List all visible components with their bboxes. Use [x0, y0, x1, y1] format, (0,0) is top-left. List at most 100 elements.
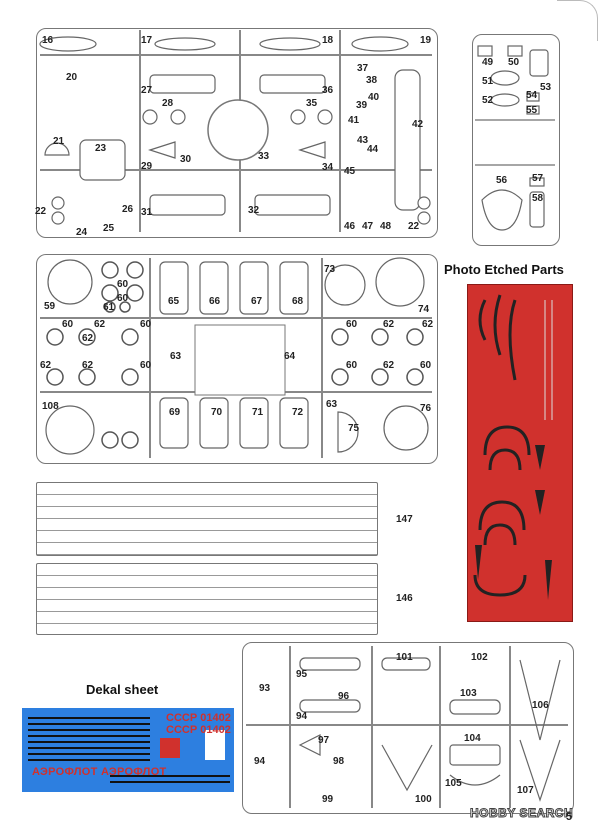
part-number: 62 — [383, 319, 395, 330]
part-number: 58 — [532, 193, 544, 204]
part-number: 57 — [532, 173, 544, 184]
part-number: 73 — [324, 264, 336, 275]
part-number: 16 — [42, 35, 54, 46]
part-number: 63 — [170, 351, 182, 362]
part-number: 44 — [367, 144, 379, 155]
part-number: 98 — [333, 756, 345, 767]
part-number: 45 — [344, 166, 356, 177]
part-number: 24 — [76, 227, 88, 238]
part-number: 103 — [460, 688, 477, 699]
part-number: 99 — [322, 794, 334, 805]
part-number: 23 — [95, 143, 107, 154]
part-number: 22 — [35, 206, 47, 217]
part-number: 95 — [296, 669, 308, 680]
panel-147 — [36, 482, 378, 556]
part-number: 54 — [526, 90, 538, 101]
page-number: 5 — [566, 811, 573, 823]
part-number: 49 — [482, 57, 494, 68]
part-number: 27 — [141, 85, 153, 96]
sprue-d — [242, 642, 574, 814]
part-number: 70 — [211, 407, 223, 418]
part-number: 18 — [322, 35, 334, 46]
part-number: 62 — [40, 360, 52, 371]
part-number: 63 — [326, 399, 338, 410]
part-number: 41 — [348, 115, 360, 126]
part-number: 20 — [66, 72, 78, 83]
part-number: 100 — [415, 794, 432, 805]
part-number: 56 — [496, 175, 508, 186]
part-number: 94 — [254, 756, 266, 767]
decal-registration: СССР 01402 — [166, 724, 231, 736]
part-number: 61 — [103, 302, 115, 313]
part-number: 97 — [318, 735, 330, 746]
part-number: 62 — [422, 319, 434, 330]
part-number: 108 — [42, 401, 59, 412]
part-number: 76 — [420, 403, 432, 414]
decal-sheet — [22, 708, 234, 792]
part-number: 33 — [258, 151, 270, 162]
part-number: 46 — [344, 221, 356, 232]
part-number: 17 — [141, 35, 153, 46]
panel-label: 146 — [396, 593, 413, 604]
part-number: 104 — [464, 733, 481, 744]
watermark-text: HOBBY SEARCH — [469, 806, 574, 821]
part-number: 53 — [540, 82, 552, 93]
part-number: 66 — [209, 296, 221, 307]
decal-aeroflot: АЭРОФЛОТ АЭРОФЛОТ — [32, 766, 167, 778]
part-number: 51 — [482, 76, 494, 87]
part-number: 47 — [362, 221, 374, 232]
part-number: 39 — [356, 100, 368, 111]
part-number: 60 — [140, 360, 152, 371]
part-number: 60 — [140, 319, 152, 330]
part-number: 35 — [306, 98, 318, 109]
part-number: 28 — [162, 98, 174, 109]
part-number: 106 — [532, 700, 549, 711]
part-number: 71 — [252, 407, 264, 418]
part-number: 93 — [259, 683, 271, 694]
part-number: 60 — [420, 360, 432, 371]
part-number: 62 — [82, 360, 94, 371]
part-number: 50 — [508, 57, 520, 68]
part-number: 62 — [383, 360, 395, 371]
part-number: 37 — [357, 63, 369, 74]
part-number: 102 — [471, 652, 488, 663]
part-number: 60 — [62, 319, 74, 330]
part-number: 31 — [141, 207, 153, 218]
part-number: 94 — [296, 711, 308, 722]
part-number: 34 — [322, 162, 334, 173]
part-number: 30 — [180, 154, 192, 165]
part-number: 40 — [368, 92, 380, 103]
part-number: 69 — [169, 407, 181, 418]
part-number: 59 — [44, 301, 56, 312]
part-number: 60 — [346, 319, 358, 330]
part-number: 62 — [94, 319, 106, 330]
decal-registration: СССР 01402 — [166, 712, 231, 724]
part-number: 72 — [292, 407, 304, 418]
part-number: 32 — [248, 205, 260, 216]
part-number: 42 — [412, 119, 424, 130]
part-number: 101 — [396, 652, 413, 663]
part-number: 64 — [284, 351, 296, 362]
part-number: 26 — [122, 204, 134, 215]
part-number: 19 — [420, 35, 432, 46]
panel-146 — [36, 563, 378, 635]
decal-sheet-title: Dekal sheet — [86, 682, 159, 697]
part-number: 60 — [117, 279, 129, 290]
part-number: 22 — [408, 221, 420, 232]
part-number: 107 — [517, 785, 534, 796]
part-number: 60 — [346, 360, 358, 371]
part-number: 21 — [53, 136, 65, 147]
part-number: 65 — [168, 296, 180, 307]
hobby-search-watermark: HOBBY SEARCH — [469, 806, 574, 821]
part-number: 38 — [366, 75, 378, 86]
part-number: 62 — [82, 333, 94, 344]
part-number: 43 — [357, 135, 369, 146]
part-number: 60 — [117, 293, 129, 304]
